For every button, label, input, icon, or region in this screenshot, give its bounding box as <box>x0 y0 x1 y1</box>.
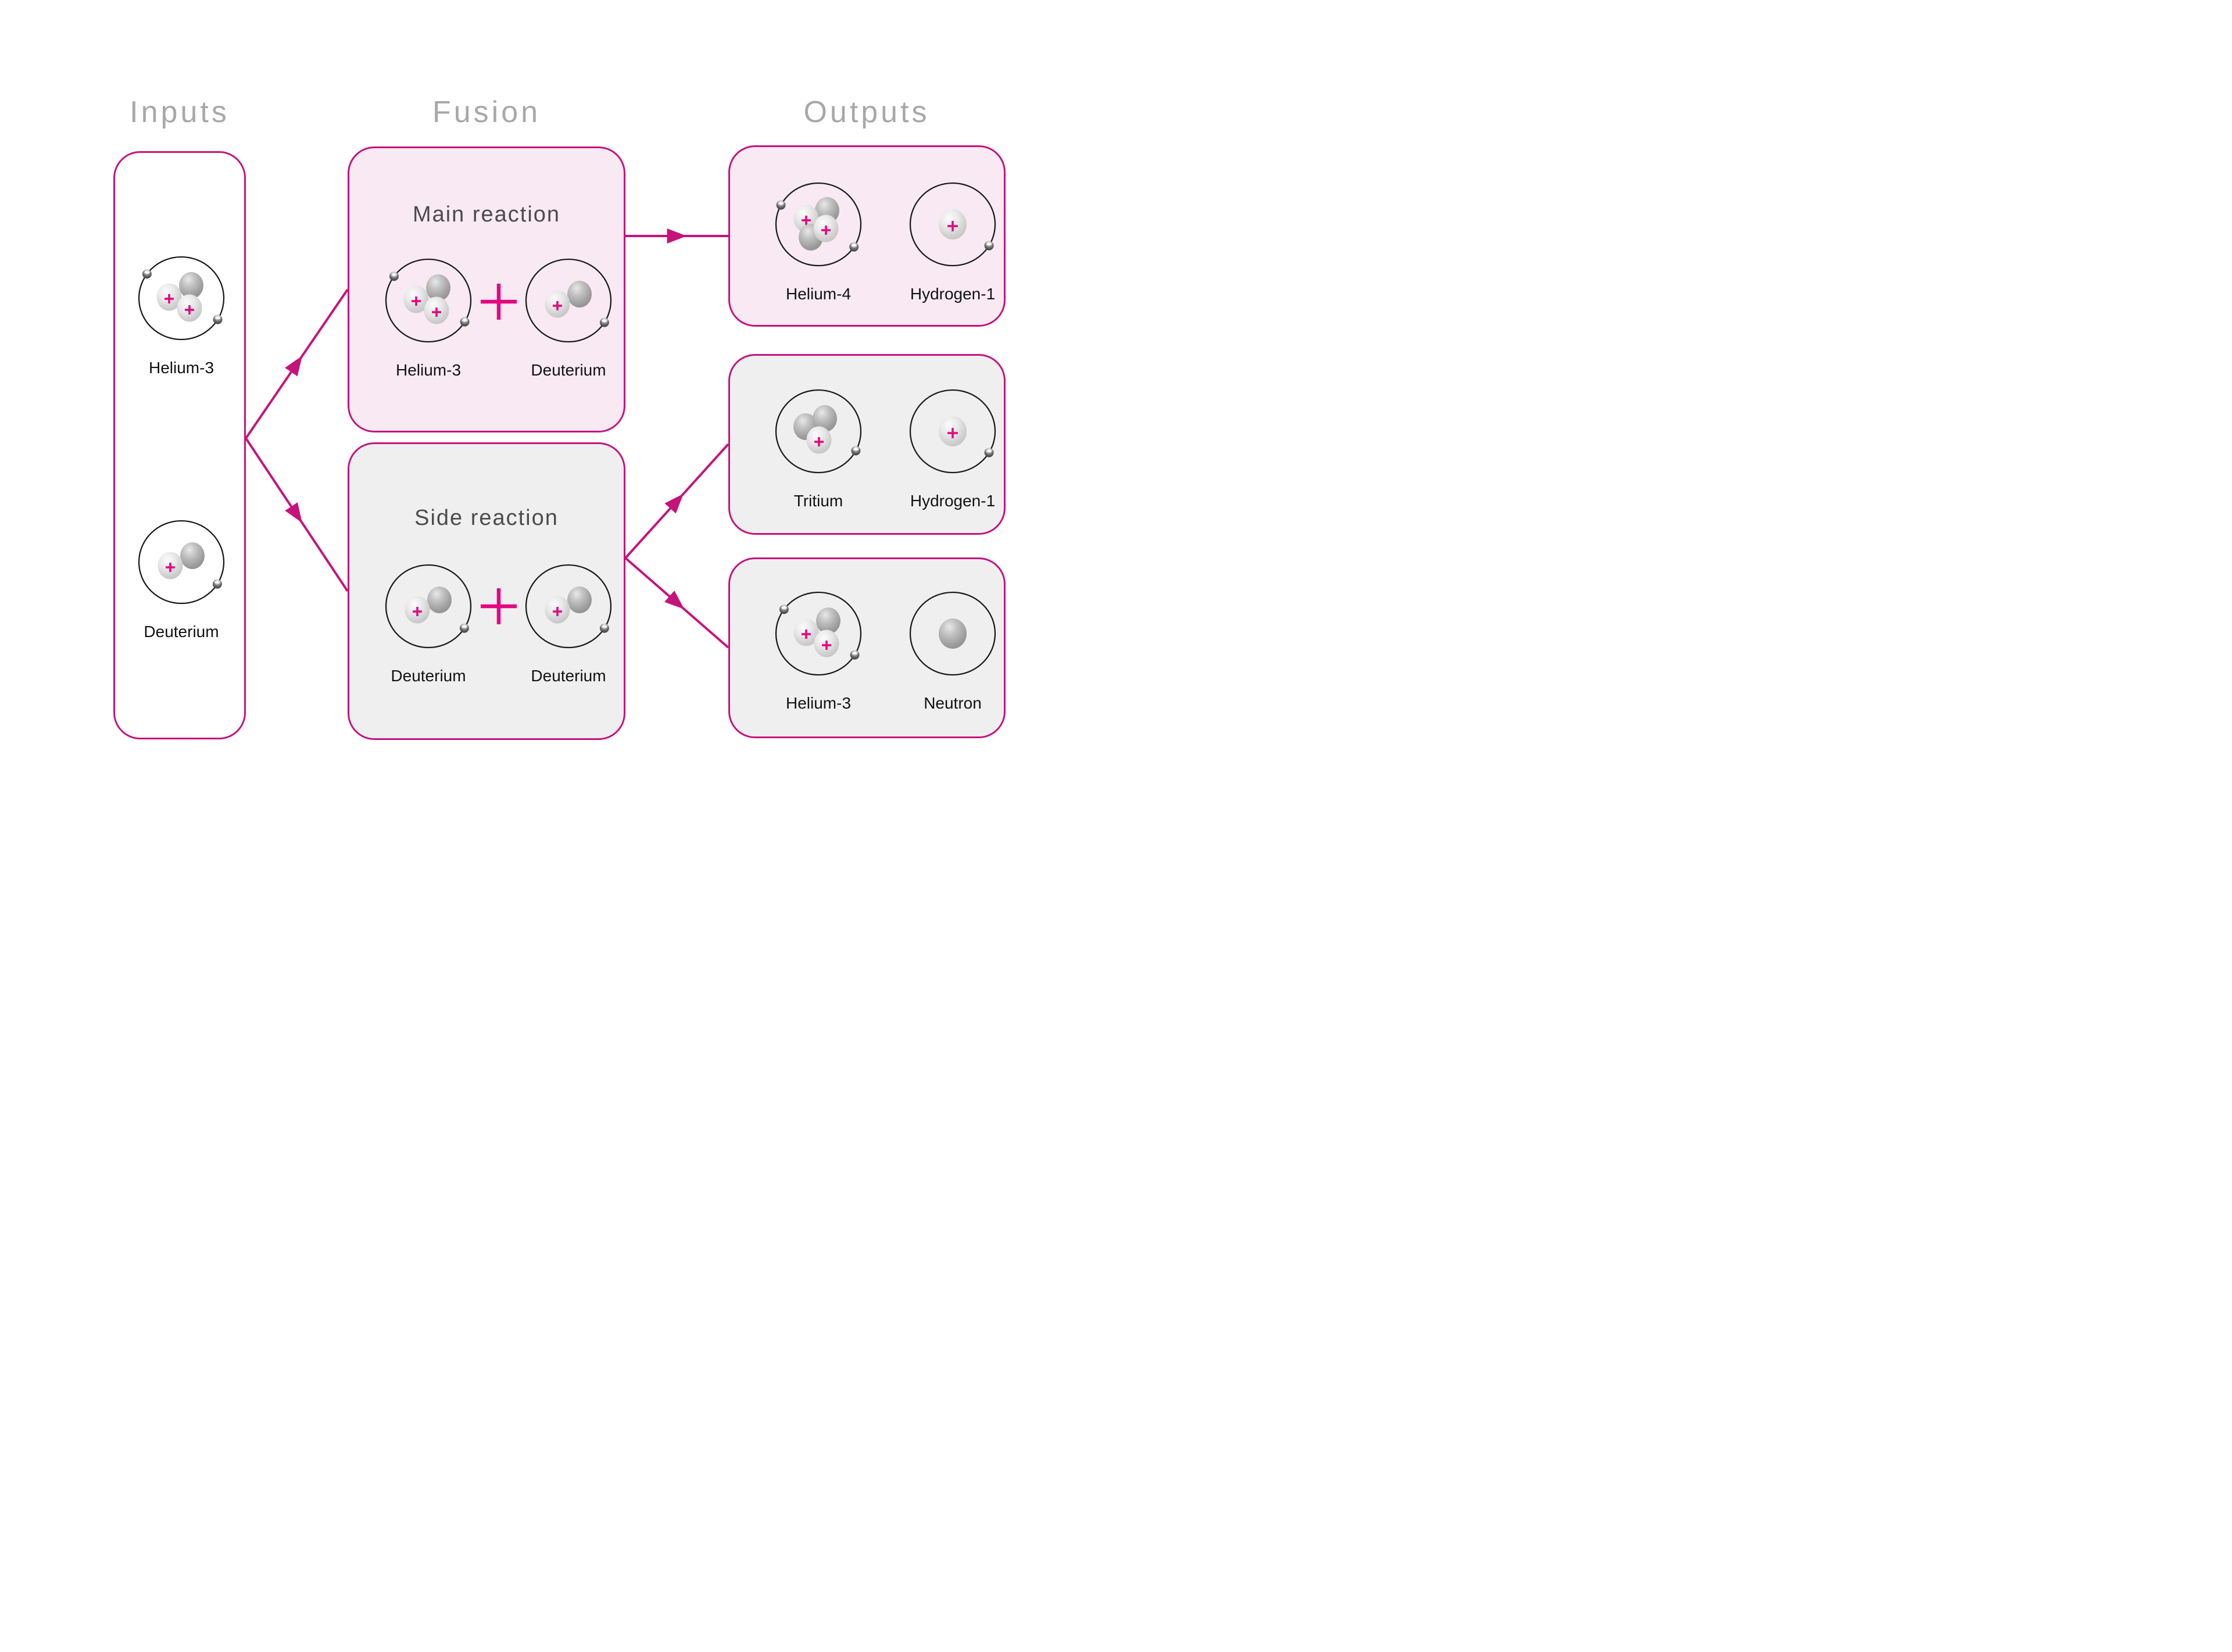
deuterium-atom-icon <box>525 564 612 649</box>
atom-label: Deuterium <box>391 667 466 685</box>
main-reaction-box: Main reaction Helium-3 Deuterium <box>348 146 625 432</box>
atom-label: Tritium <box>793 492 843 510</box>
atom-label: Helium-3 <box>785 694 852 712</box>
helium3-atom-icon <box>138 256 225 341</box>
atom-label: Neutron <box>924 694 982 712</box>
inputs-box: Helium-3 Deuterium <box>113 151 246 739</box>
flow-arrows <box>245 228 729 649</box>
reaction-title: Side reaction <box>414 506 559 530</box>
atom-label: Helium-4 <box>785 285 852 303</box>
deuterium-atom-icon <box>525 258 612 343</box>
deuterium-atom-icon <box>138 520 225 605</box>
fusion-diagram: Inputs Fusion Outputs Helium-3 Deuterium… <box>0 0 1116 826</box>
arrowhead-icon <box>664 494 684 514</box>
deuterium-atom-icon <box>385 564 472 649</box>
arrowhead-icon <box>664 591 685 610</box>
column-header-inputs: Inputs <box>130 95 230 129</box>
arrowhead-icon <box>667 228 687 244</box>
atom-label: Hydrogen-1 <box>910 492 996 510</box>
hydrogen1-atom-icon <box>909 182 996 267</box>
output-box-1: Helium-4 Hydrogen-1 <box>728 145 1006 327</box>
reaction-title: Main reaction <box>412 202 561 227</box>
helium3-atom-icon <box>385 258 472 343</box>
atom-label: Helium-3 <box>148 359 214 377</box>
side-reaction-box: Side reaction Deuterium Deuterium <box>348 442 625 740</box>
tritium-atom-icon <box>775 389 862 474</box>
helium3-atom-icon <box>775 591 862 676</box>
output-box-2: Tritium Hydrogen-1 <box>728 354 1006 535</box>
atom-label: Helium-3 <box>395 361 462 379</box>
helium4-atom-icon <box>775 182 862 267</box>
column-header-fusion: Fusion <box>432 95 541 129</box>
output-box-3: Helium-3 Neutron <box>728 557 1006 738</box>
hydrogen1-atom-icon <box>909 389 996 474</box>
arrowhead-icon <box>285 355 303 377</box>
neutron-atom-icon <box>909 591 996 676</box>
atom-label: Deuterium <box>144 623 219 641</box>
column-header-outputs: Outputs <box>803 95 930 129</box>
arrowhead-icon <box>285 502 302 523</box>
atom-label: Deuterium <box>531 667 606 685</box>
atom-label: Hydrogen-1 <box>910 285 996 303</box>
atom-label: Deuterium <box>531 361 606 379</box>
